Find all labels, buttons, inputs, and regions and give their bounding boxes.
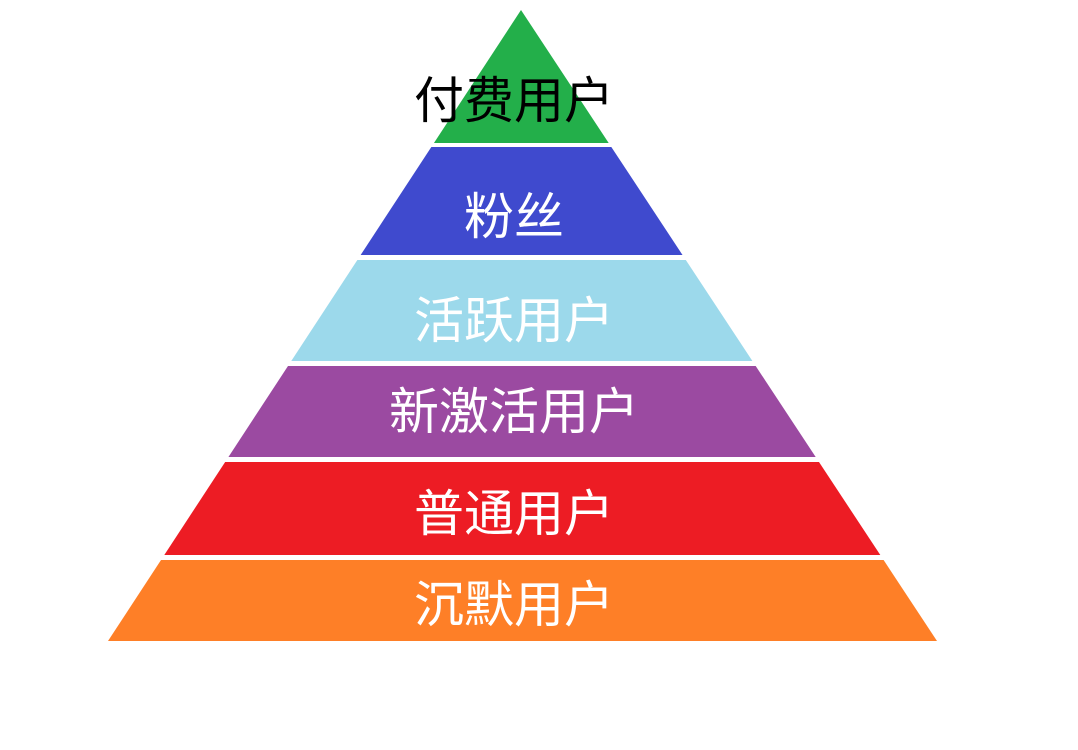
tier-active-users-label: 活跃用户 (414, 292, 614, 350)
tier-paid-users (433, 10, 609, 143)
tier-regular-users-label: 普通用户 (414, 485, 614, 543)
tier-newly-activated-users (228, 366, 816, 457)
tier-regular-users (164, 462, 881, 555)
tier-paid-users-label: 付费用户 (414, 72, 614, 130)
tier-fans-label: 粉丝 (464, 188, 564, 246)
tier-newly-activated-users-label: 新激活用户 (389, 383, 639, 441)
tier-active-users (291, 260, 753, 361)
tier-fans (360, 147, 683, 255)
tier-silent-users-label: 沉默用户 (414, 576, 614, 634)
tier-silent-users (108, 560, 937, 641)
